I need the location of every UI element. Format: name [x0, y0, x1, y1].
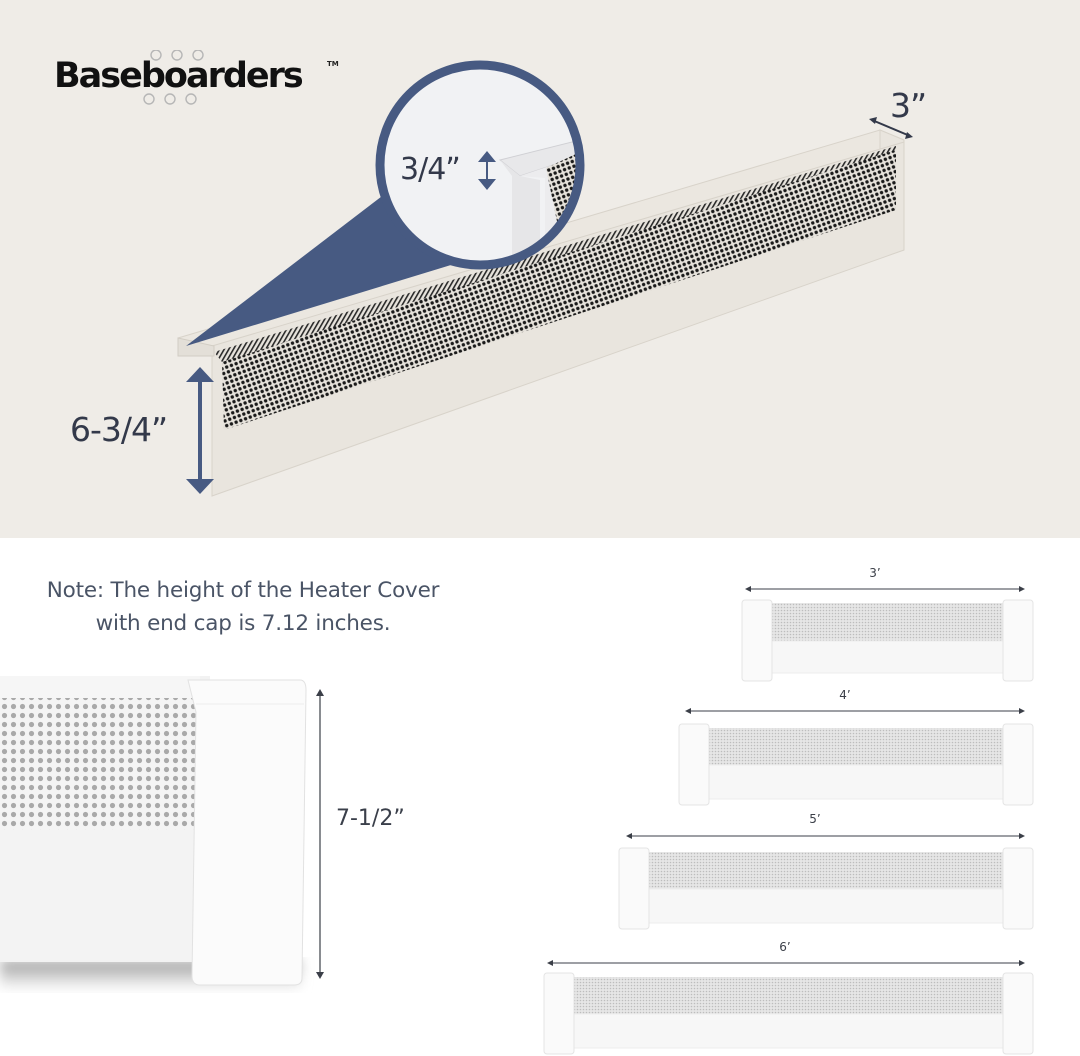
height-note: Note: The height of the Heater Cover wit…: [20, 574, 466, 640]
depth-dimension-label: 3”: [890, 86, 927, 125]
end-cap-height-label: 7-1/2”: [336, 806, 405, 831]
length-label-3ft: 3’: [869, 566, 881, 580]
note-line-1: Note: The height of the Heater Cover: [46, 578, 440, 603]
brand-trademark: TM: [327, 60, 339, 68]
brand-name: Baseboarders: [54, 56, 304, 96]
length-label-4ft: 4’: [839, 688, 851, 702]
length-label-5ft: 5’: [809, 812, 821, 826]
lip-dimension-arrow-icon: [478, 151, 496, 190]
depth-dimension-arrow-icon: [869, 117, 913, 139]
brand-logo: Baseboarders TM: [54, 50, 354, 106]
isometric-cover-illustration: [177, 60, 913, 497]
logo-dots-icon: [143, 50, 204, 105]
height-dimension-label: 6-3/4”: [70, 410, 168, 449]
height-dimension-arrow-icon: [186, 367, 214, 494]
lip-dimension-label: 3/4”: [400, 152, 461, 187]
note-line-2: with end cap is 7.12 inches.: [95, 611, 391, 636]
length-label-6ft: 6’: [779, 940, 791, 954]
